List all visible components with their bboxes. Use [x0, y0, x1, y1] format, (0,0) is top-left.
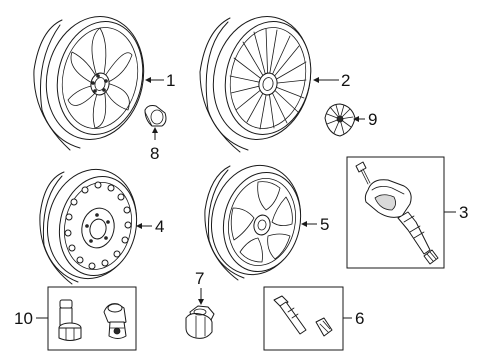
callout-5-label: 5	[320, 215, 329, 234]
wheel-five-window[interactable]	[202, 157, 311, 283]
callout-9-label: 9	[368, 110, 377, 129]
tpms-sensor[interactable]	[355, 161, 439, 265]
alloy-wheel-split-spoke[interactable]	[33, 7, 155, 151]
alloy-wheel-multi-spoke[interactable]	[199, 7, 322, 153]
callout-1-arrowhead	[145, 77, 151, 83]
callout-6-label: 6	[355, 309, 364, 328]
callout-2-label: 2	[341, 71, 350, 90]
callout-3-label: 3	[459, 203, 468, 222]
callout-2-arrowhead	[313, 77, 319, 83]
callout-5-arrowhead	[301, 221, 307, 227]
callout-7-arrowhead	[198, 299, 204, 305]
wheel-lock-key	[103, 303, 127, 339]
center-emblem[interactable]	[324, 103, 356, 137]
wheel-lock-set[interactable]	[58, 299, 127, 341]
callout-1-label: 1	[166, 71, 175, 90]
callout-4-label: 4	[155, 217, 164, 236]
callout-7-label: 7	[195, 269, 204, 288]
valve-stem-box	[263, 286, 344, 351]
callout-8-arrowhead	[152, 127, 158, 133]
wheel-lock-bolt	[58, 299, 82, 341]
callout-9-arrowhead	[353, 116, 359, 122]
sensor-screw	[355, 161, 371, 185]
steel-spare-wheel[interactable]	[38, 161, 147, 287]
callout-10-label: 10	[14, 309, 33, 328]
valve-stem	[273, 295, 307, 335]
callout-8-label: 8	[150, 144, 159, 163]
lug-nut[interactable]	[185, 305, 215, 339]
valve-stem-kit[interactable]	[273, 295, 333, 337]
callout-4-arrowhead	[136, 223, 142, 229]
valve-cap	[315, 317, 333, 337]
center-cap[interactable]	[144, 105, 167, 127]
